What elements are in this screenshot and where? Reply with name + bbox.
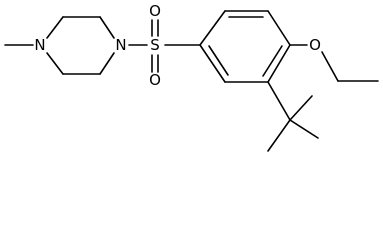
molecule-structure: N N S O O O: [4, 2, 379, 152]
bond-c6-n1: [46, 52, 64, 75]
bond-c3-n2: [99, 16, 115, 39]
bond-ring-c4-c5-inner: [262, 45, 283, 77]
bond-ring-c1-c2: [199, 10, 226, 46]
bond-c5-cq: [267, 81, 291, 121]
bonds: [4, 10, 379, 152]
bond-n1-c2: [46, 16, 64, 39]
atom-o-top: O: [149, 2, 161, 20]
bond-cq-me3: [267, 119, 291, 152]
bond-ring-c6-c1: [199, 44, 226, 83]
atom-o-bottom: O: [149, 71, 161, 89]
bond-cq-me1: [289, 95, 313, 121]
bond-ring-c6-c1-inner: [208, 45, 229, 76]
bond-ring-c4-c5: [267, 44, 291, 83]
atom-o-ether: O: [309, 36, 321, 54]
atom-n1: N: [34, 36, 45, 54]
bond-ring-c3-c4: [267, 10, 291, 46]
bond-o-ch2: [321, 51, 339, 82]
bond-cq-me2: [289, 119, 319, 139]
atom-s: S: [150, 36, 160, 54]
atom-labels: N N S O O O: [34, 2, 321, 89]
atom-n2: N: [115, 36, 126, 54]
bond-n2-c5: [99, 52, 115, 75]
